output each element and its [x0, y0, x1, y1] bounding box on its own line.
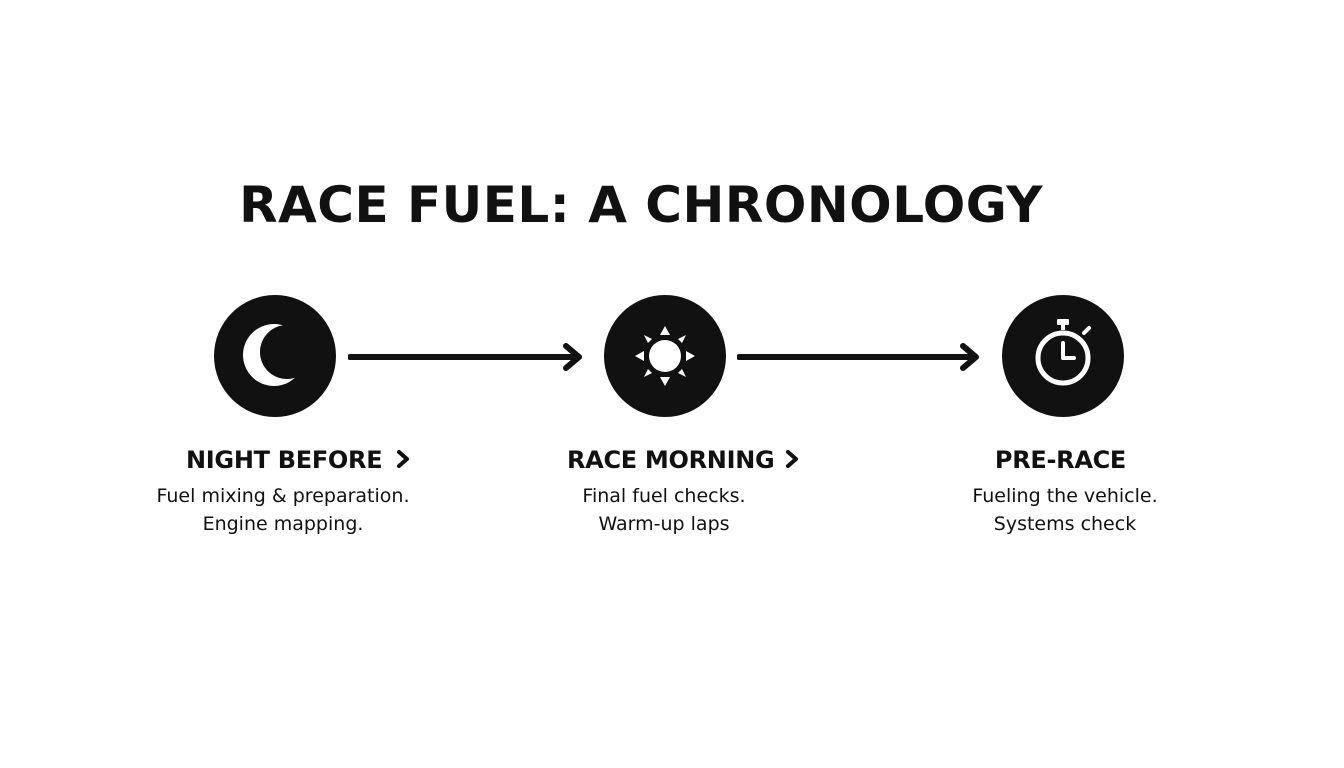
- step-3-icon-circle: [1002, 295, 1124, 417]
- step-3-description-line-2: Systems check: [993, 513, 1137, 535]
- diagram-title: RACE FUEL: A CHRONOLOGY: [239, 176, 1043, 234]
- step-1-description-line-2: Engine mapping.: [202, 513, 364, 535]
- step-2-icon-circle: [604, 295, 726, 417]
- step-1-description-line-1: Fuel mixing & preparation.: [156, 485, 410, 507]
- crescent-moon-icon: [243, 324, 305, 386]
- step-1-description: Fuel mixing & preparation. Engine mappin…: [113, 482, 453, 538]
- step-2-description-line-1: Final fuel checks.: [582, 485, 746, 507]
- step-3-description-line-1: Fueling the vehicle.: [972, 485, 1158, 507]
- sun-icon: [635, 326, 695, 386]
- stopwatch-icon: [1035, 319, 1091, 386]
- timeline-arrow-2: [737, 343, 979, 371]
- timeline-arrow-1: [348, 343, 582, 371]
- step-1-icon-circle: [214, 295, 336, 417]
- step-2-description-line-2: Warm-up laps: [598, 513, 730, 535]
- chevron-right-icon: [786, 450, 798, 468]
- step-3-description: Fueling the vehicle. Systems check: [895, 482, 1235, 538]
- step-3-label: PRE-RACE: [994, 446, 1126, 474]
- step-2-label: RACE MORNING: [567, 446, 775, 474]
- chevron-right-icon: [397, 450, 409, 468]
- step-2-description: Final fuel checks. Warm-up laps: [494, 482, 834, 538]
- step-1-label: NIGHT BEFORE: [186, 446, 383, 474]
